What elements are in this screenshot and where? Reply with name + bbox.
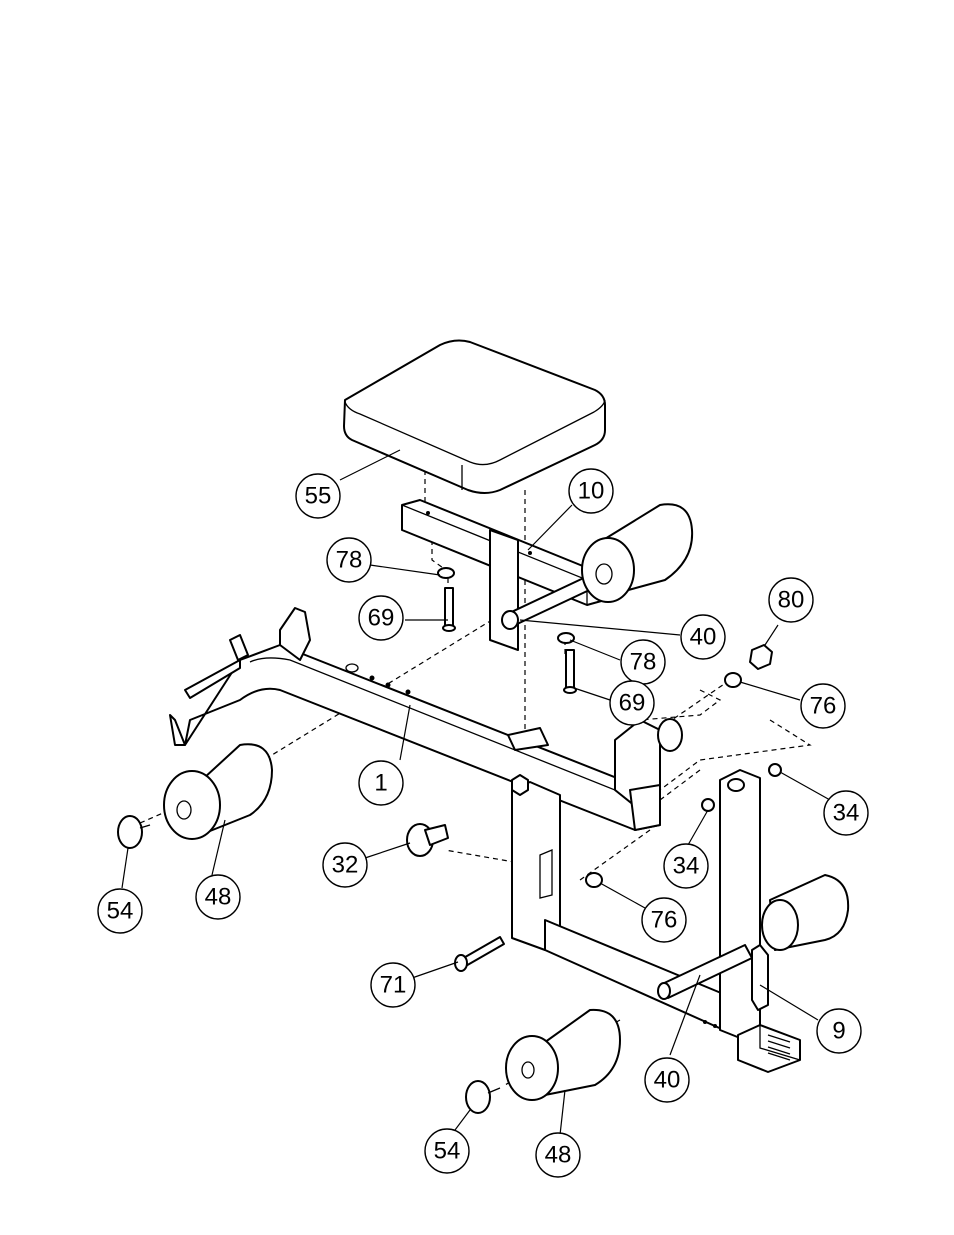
- frame-nut: [511, 774, 529, 796]
- callout-71-label: 71: [380, 972, 407, 999]
- callout-80: 80: [768, 577, 814, 623]
- leg-frame: [511, 769, 801, 1073]
- callout-34-right: 34: [823, 790, 869, 836]
- callout-32: 32: [322, 842, 368, 888]
- callout-34-center: 34: [663, 843, 709, 889]
- callout-55: 55: [295, 473, 341, 519]
- upper-roller-pad: [581, 503, 694, 603]
- callout-78-lower: 78: [620, 639, 666, 685]
- callout-1: 1: [358, 760, 404, 806]
- callout-80-label: 80: [778, 587, 805, 614]
- hex-nut: [749, 644, 773, 670]
- callout-40-upper: 40: [680, 614, 726, 660]
- callout-54-lower-label: 54: [434, 1138, 461, 1165]
- seat-support-frame: [401, 499, 606, 651]
- callout-48-lower-label: 48: [545, 1142, 572, 1169]
- callout-76-lower: 76: [641, 897, 687, 943]
- callout-76-upper-label: 76: [810, 693, 837, 720]
- callout-40-lower-label: 40: [654, 1067, 681, 1094]
- callout-78-upper: 78: [326, 537, 372, 583]
- callout-54-lower: 54: [424, 1128, 470, 1174]
- long-bolt: [454, 936, 505, 972]
- callout-48-lower: 48: [535, 1132, 581, 1178]
- callout-34-right-label: 34: [833, 800, 860, 827]
- callout-1-label: 1: [374, 770, 387, 797]
- leader-lines: [121, 449, 831, 1136]
- callout-32-label: 32: [332, 852, 359, 879]
- callout-48-upper: 48: [195, 874, 241, 920]
- callout-71: 71: [370, 962, 416, 1008]
- callout-10: 10: [568, 468, 614, 514]
- callout-9-label: 9: [832, 1018, 845, 1045]
- seat-pad: [343, 339, 606, 494]
- callout-78-upper-label: 78: [336, 547, 363, 574]
- callout-48-upper-label: 48: [205, 884, 232, 911]
- callout-55-label: 55: [305, 483, 332, 510]
- left-roller-pad: [163, 743, 273, 840]
- callout-54-upper: 54: [97, 888, 143, 934]
- callout-69-lower: 69: [609, 680, 655, 726]
- callout-10-label: 10: [578, 478, 605, 505]
- callout-76-upper: 76: [800, 683, 846, 729]
- callout-69-upper-label: 69: [368, 605, 395, 632]
- callout-40-lower: 40: [644, 1057, 690, 1103]
- callout-76-lower-label: 76: [651, 907, 678, 934]
- lower-left-roller-pad: [505, 1008, 621, 1101]
- callout-34-center-label: 34: [673, 853, 700, 880]
- bolt-upper: [442, 587, 456, 632]
- end-cap-knob-lower: [465, 1080, 501, 1114]
- lower-tube: [657, 944, 753, 1000]
- callout-69-lower-label: 69: [619, 690, 646, 717]
- end-cap-knob-upper: [117, 815, 151, 849]
- bolt-right: [563, 649, 577, 694]
- callout-9: 9: [816, 1008, 862, 1054]
- callout-54-upper-label: 54: [107, 898, 134, 925]
- lower-right-roller-pad: [761, 874, 850, 951]
- callout-69-upper: 69: [358, 595, 404, 641]
- callout-78-lower-label: 78: [630, 649, 657, 676]
- pop-pin-knob: [406, 823, 449, 857]
- callout-40-upper-label: 40: [690, 624, 717, 651]
